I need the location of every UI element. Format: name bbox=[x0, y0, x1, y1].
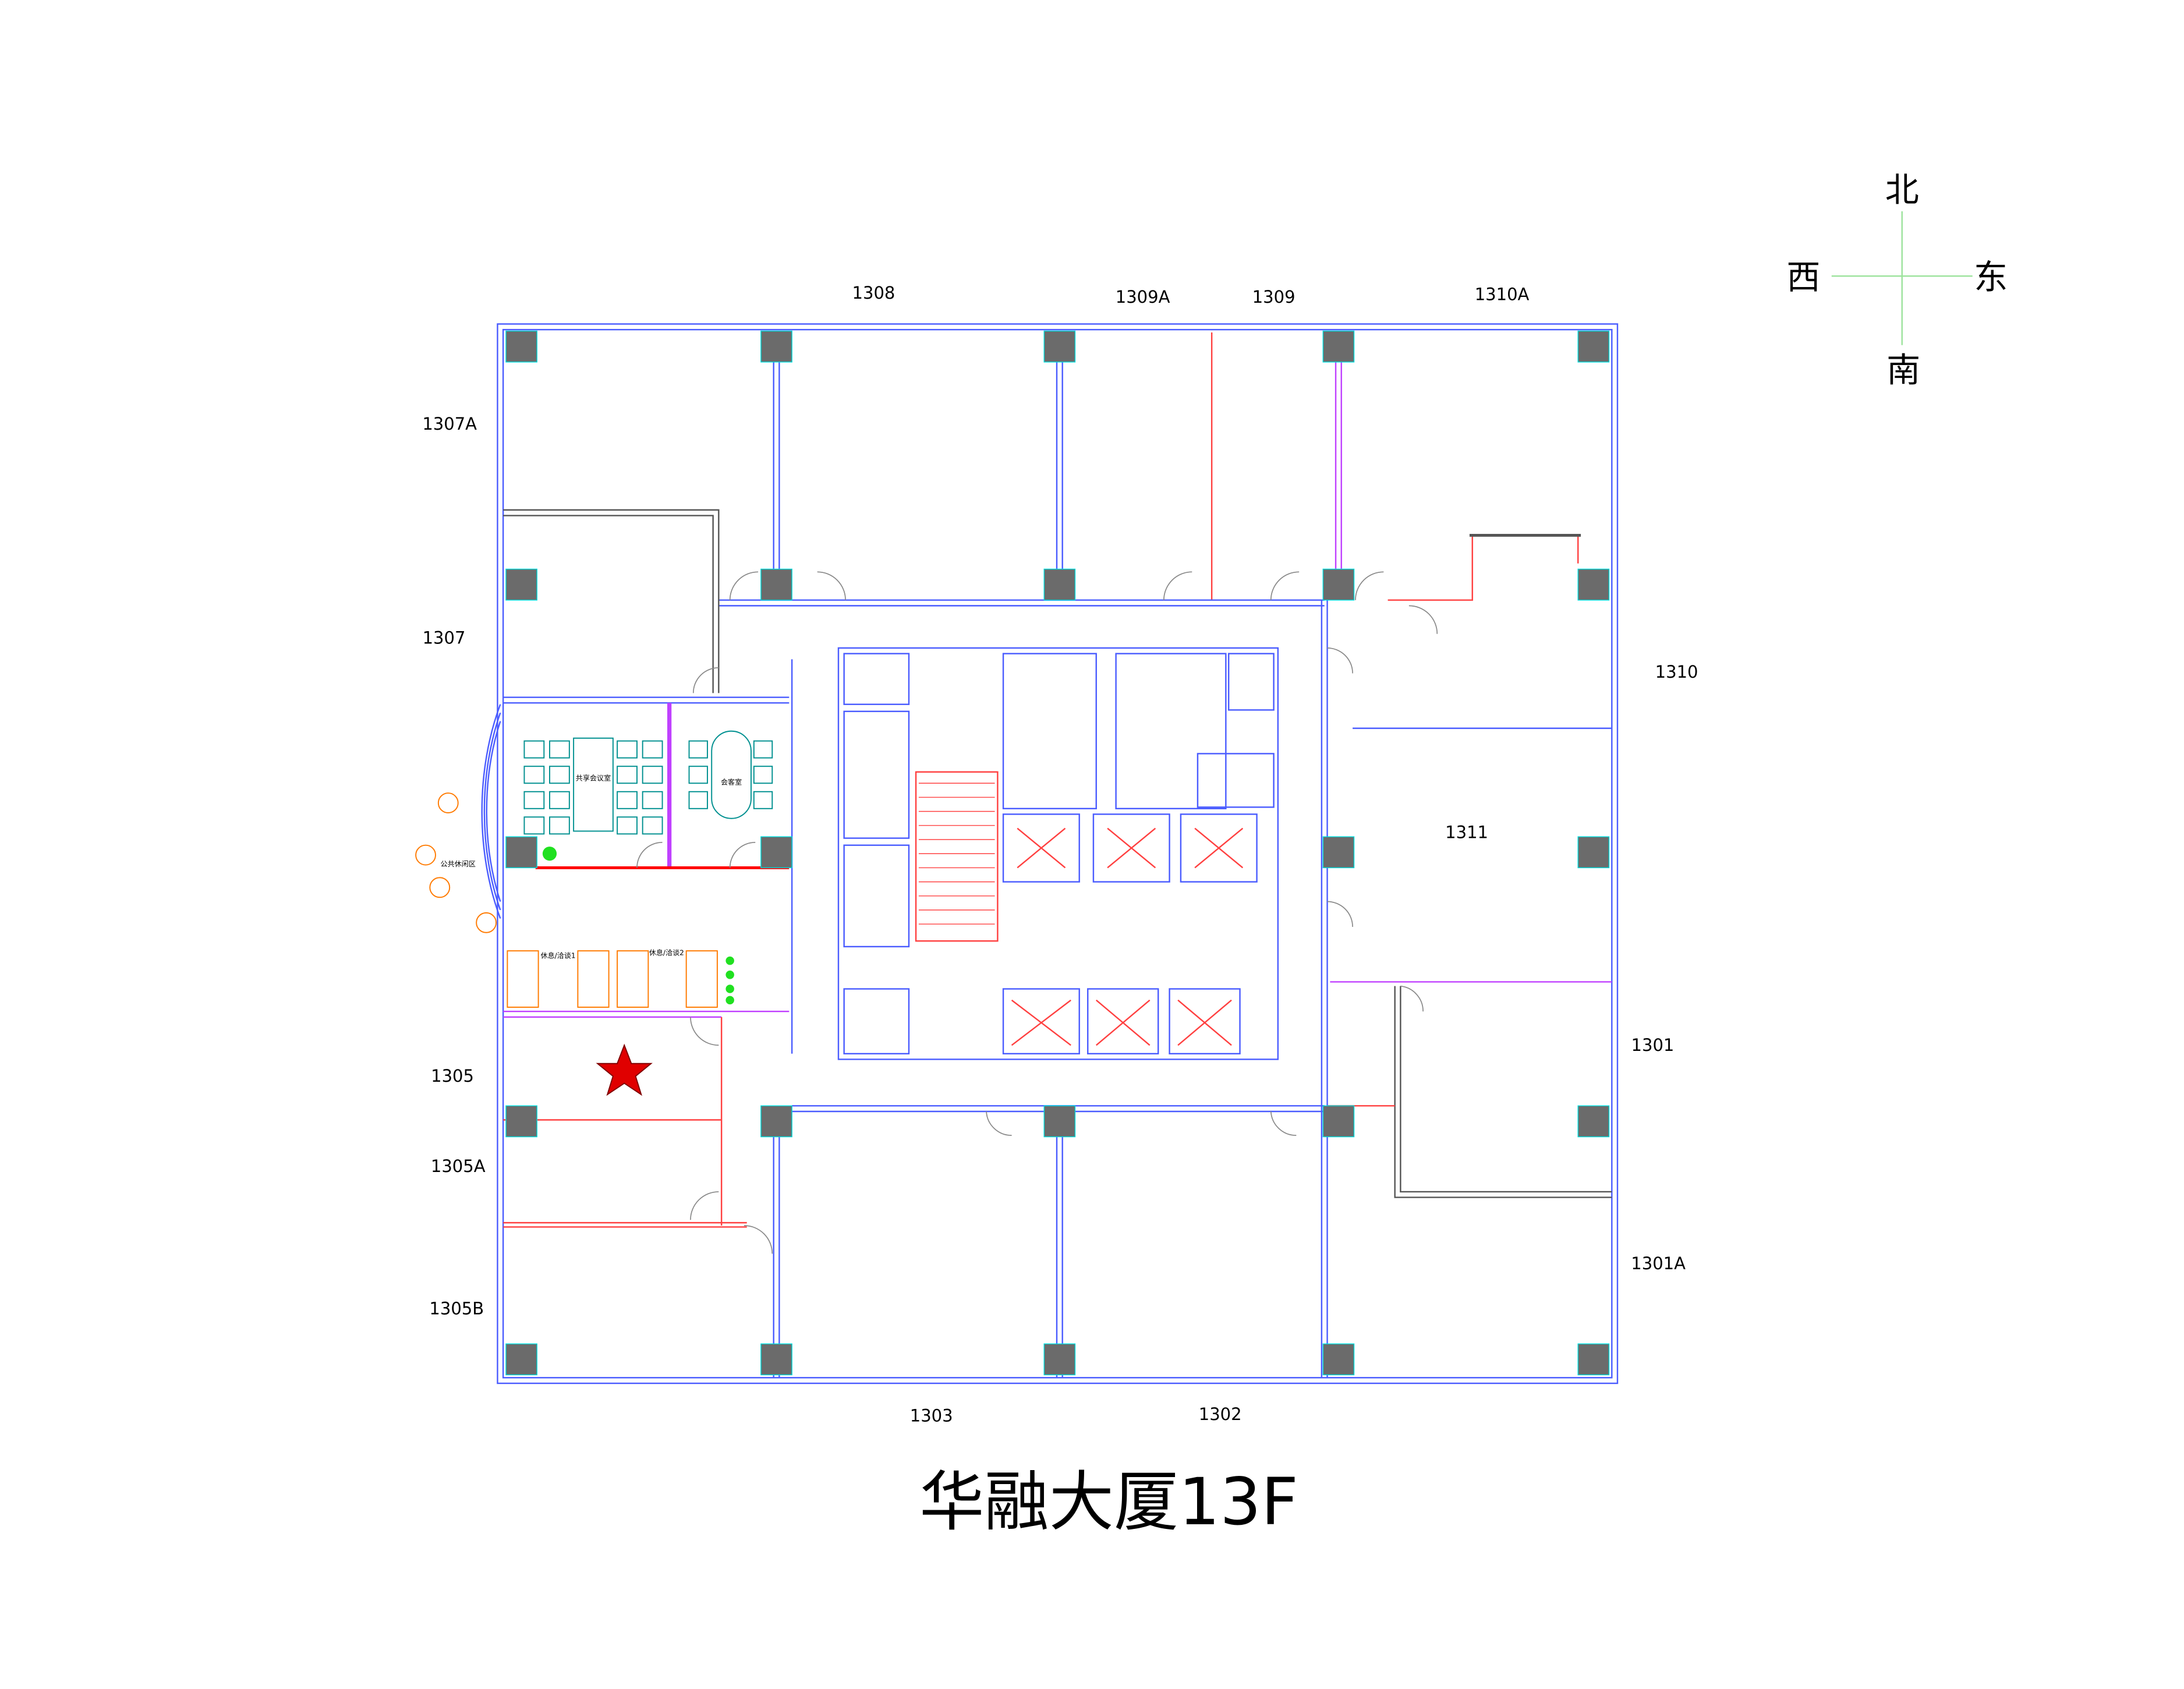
building-core bbox=[837, 647, 1279, 1060]
room-1301[interactable]: 1301 bbox=[1631, 1035, 1675, 1055]
room-1305B[interactable]: 1305B bbox=[429, 1298, 484, 1318]
label-shared-meeting-room: 共享会议室 bbox=[576, 773, 611, 782]
exterior-walls bbox=[481, 323, 1619, 1385]
area-labels: 共享会议室 会客室 公共休闲区 休息/洽谈1 休息/洽谈2 bbox=[441, 773, 742, 959]
room-1309A[interactable]: 1309A bbox=[1116, 287, 1170, 307]
room-1301A[interactable]: 1301A bbox=[1631, 1254, 1686, 1273]
room-1303[interactable]: 1303 bbox=[910, 1405, 953, 1425]
doors bbox=[636, 571, 1438, 1254]
room-1308[interactable]: 1308 bbox=[852, 283, 895, 303]
label-public-lounge: 公共休闲区 bbox=[441, 860, 476, 868]
partitions bbox=[503, 332, 1612, 1378]
compass-west: 西 bbox=[1786, 257, 1820, 297]
room-numbers: 1308 1309A 1309 1310A 1307A 1307 1310 13… bbox=[422, 283, 1698, 1425]
compass-north: 北 bbox=[1885, 170, 1919, 210]
room-1305A[interactable]: 1305A bbox=[431, 1156, 486, 1176]
label-reception-room: 会客室 bbox=[721, 778, 742, 787]
page-title: 华融大厦13F bbox=[919, 1465, 1298, 1540]
room-1309[interactable]: 1309 bbox=[1252, 287, 1295, 307]
room-1307A[interactable]: 1307A bbox=[422, 414, 477, 434]
structural-columns bbox=[505, 330, 1610, 1376]
compass-east: 东 bbox=[1974, 257, 2008, 297]
room-1310[interactable]: 1310 bbox=[1655, 662, 1698, 682]
room-1305[interactable]: 1305 bbox=[431, 1066, 474, 1086]
room-1311[interactable]: 1311 bbox=[1445, 823, 1488, 842]
room-1310A[interactable]: 1310A bbox=[1475, 284, 1530, 304]
star-icon bbox=[596, 1043, 653, 1096]
meeting-furniture bbox=[415, 730, 773, 1008]
label-lounge-1: 休息/洽谈1 bbox=[540, 951, 575, 959]
room-1302[interactable]: 1302 bbox=[1199, 1404, 1242, 1424]
staircase bbox=[918, 782, 995, 925]
room-1307[interactable]: 1307 bbox=[423, 628, 466, 648]
label-lounge-2: 休息/洽谈2 bbox=[649, 948, 684, 957]
compass-south: 南 bbox=[1886, 350, 1920, 390]
compass: 北 南 西 东 bbox=[1786, 170, 2008, 390]
